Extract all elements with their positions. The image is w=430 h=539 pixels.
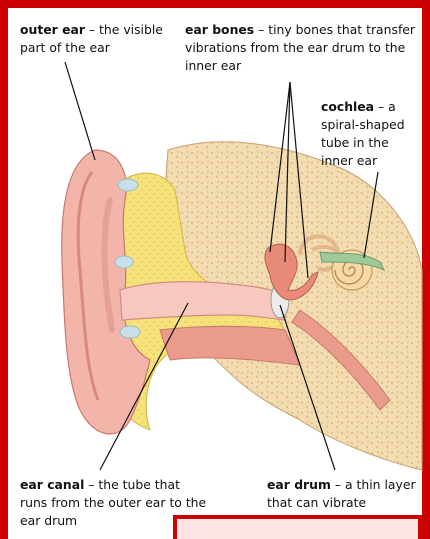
cartilage-spot-2 <box>115 256 133 268</box>
label-ear-drum: ear drum – a thin layer that can vibrate <box>267 476 422 512</box>
label-outer-ear-term: outer ear <box>20 22 85 37</box>
cartilage-spot-1 <box>118 179 138 191</box>
label-cochlea: cochlea – a spiral-shaped tube in the in… <box>321 98 421 170</box>
label-ear-bones-term: ear bones <box>185 22 254 37</box>
cartilage-spot-3 <box>120 326 140 338</box>
label-ear-bones: ear bones – tiny bones that transfer vib… <box>185 21 425 75</box>
pointer-outer-ear <box>65 62 95 160</box>
label-ear-canal-term: ear canal <box>20 477 84 492</box>
label-outer-ear: outer ear – the visible part of the ear <box>20 21 180 57</box>
note-box <box>173 515 422 539</box>
label-cochlea-term: cochlea <box>321 99 374 114</box>
label-ear-drum-term: ear drum <box>267 477 331 492</box>
ear-canal-tube <box>120 282 285 320</box>
